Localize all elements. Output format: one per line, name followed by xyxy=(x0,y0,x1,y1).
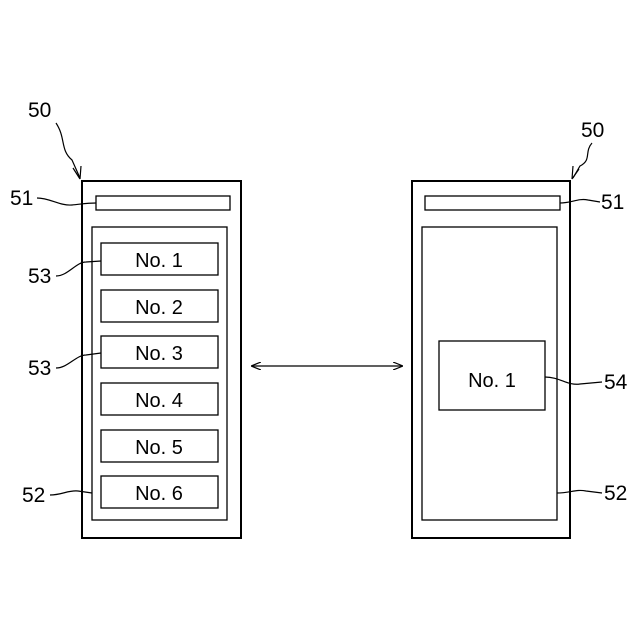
ref-label-header: 51 xyxy=(10,187,33,210)
left-device: No. 1 No. 2 No. 3 No. 4 No. 5 No. 6 50 5… xyxy=(10,99,241,538)
arrow-tip xyxy=(572,166,579,179)
ref-label-content-area: 52 xyxy=(604,482,627,505)
ref-label-header: 51 xyxy=(601,191,624,214)
ref-label-device: 50 xyxy=(581,119,604,142)
list-item-label: No. 1 xyxy=(135,250,183,272)
list-item-label: No. 3 xyxy=(135,343,183,365)
ref-label-detail: 54 xyxy=(604,371,628,394)
list-item: No. 6 xyxy=(101,476,218,508)
right-device: No. 1 50 51 54 52 xyxy=(412,119,628,538)
list-item-label: No. 5 xyxy=(135,437,183,459)
list-item: No. 1 xyxy=(101,243,218,275)
list-item-label: No. 4 xyxy=(135,390,183,412)
list-item: No. 5 xyxy=(101,430,218,462)
list-item-label: No. 2 xyxy=(135,297,183,319)
left-header-bar xyxy=(96,196,230,210)
ref-label-device: 50 xyxy=(28,99,51,122)
ref-label-list-area: 52 xyxy=(22,484,45,507)
leader-line xyxy=(56,123,80,178)
list-item: No. 4 xyxy=(101,383,218,415)
ref-label-list-item: 53 xyxy=(28,357,51,380)
list-item-label: No. 6 xyxy=(135,483,183,505)
list-item: No. 3 xyxy=(101,336,218,368)
detail-box: No. 1 xyxy=(439,341,545,410)
detail-label: No. 1 xyxy=(468,370,516,392)
ref-label-list-item: 53 xyxy=(28,265,51,288)
list-item: No. 2 xyxy=(101,290,218,322)
right-header-bar xyxy=(425,196,560,210)
